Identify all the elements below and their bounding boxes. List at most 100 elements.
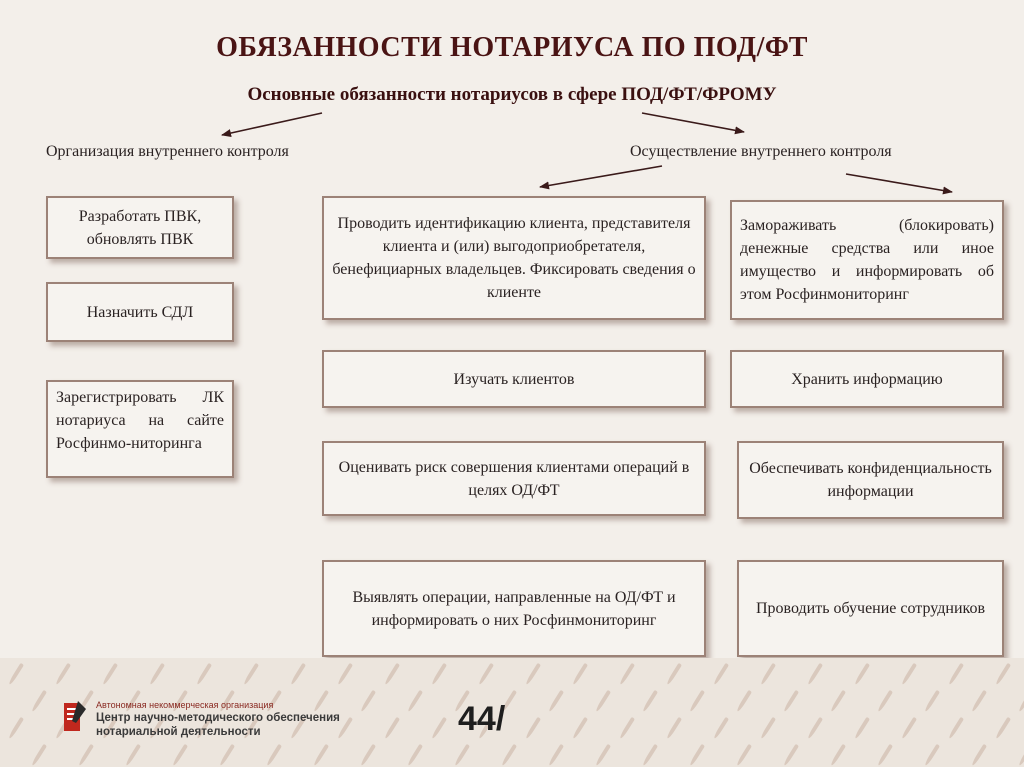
duty-text: Зарегистрировать ЛК нотариуса на сайте Р…	[56, 389, 224, 452]
quill-pattern-icon	[336, 662, 354, 686]
duty-text: Разработать ПВК, обновлять ПВК	[78, 207, 202, 248]
quill-pattern-icon	[618, 716, 636, 740]
duty-box-assess-risk: Оценивать риск совершения клиентами опер…	[322, 441, 706, 516]
quill-pattern-icon	[641, 689, 659, 713]
quill-pattern-icon	[406, 743, 424, 767]
quill-pattern-icon	[947, 716, 965, 740]
quill-pattern-icon	[618, 662, 636, 686]
duty-box-detect-operations: Выявлять операции, направленные на ОД/ФТ…	[322, 560, 706, 657]
quill-pattern-icon	[195, 662, 213, 686]
duty-text: Выявлять операции, направленные на ОД/ФТ…	[352, 588, 676, 629]
quill-pattern-icon	[735, 743, 753, 767]
duty-box-register-lk: Зарегистрировать ЛК нотариуса на сайте Р…	[46, 380, 234, 478]
duty-box-develop-pvk: Разработать ПВК, обновлять ПВК	[46, 196, 234, 259]
quill-pattern-icon	[171, 743, 189, 767]
quill-pattern-icon	[289, 662, 307, 686]
duty-text: Обеспечивать конфиденциальность информац…	[749, 460, 992, 500]
quill-pattern-icon	[547, 743, 565, 767]
quill-pattern-icon	[923, 743, 941, 767]
quill-pattern-icon	[970, 743, 988, 767]
org-name-line3: нотариальной деятельности	[96, 726, 261, 738]
quill-pattern-icon	[665, 716, 683, 740]
arrow-to-middle-column	[539, 165, 663, 190]
quill-pattern-icon	[900, 716, 918, 740]
quill-pattern-icon	[806, 716, 824, 740]
arrow-to-right-column	[845, 173, 953, 195]
quill-pattern-icon	[242, 662, 260, 686]
quill-pattern-icon	[806, 662, 824, 686]
duty-box-identify-client: Проводить идентификацию клиента, предста…	[322, 196, 706, 320]
quill-pattern-icon	[665, 662, 683, 686]
duty-box-store-information: Хранить информацию	[730, 350, 1004, 408]
page-title: ОБЯЗАННОСТИ НОТАРИУСА ПО ПОД/ФТ	[216, 32, 808, 63]
quill-pattern-icon	[383, 662, 401, 686]
duty-box-appoint-sdl: Назначить СДЛ	[46, 282, 234, 342]
quill-pattern-icon	[853, 716, 871, 740]
org-name-line2: Центр научно-методического обеспечения	[96, 712, 340, 724]
quill-pattern-icon	[430, 716, 448, 740]
duty-box-ensure-confidentiality: Обеспечивать конфиденциальность информац…	[737, 441, 1004, 519]
org-name-line1: Автономная некоммерческая организация	[96, 700, 274, 710]
quill-pattern-icon	[30, 743, 48, 767]
quill-pattern-icon	[712, 662, 730, 686]
quill-pattern-icon	[524, 662, 542, 686]
quill-pattern-icon	[594, 743, 612, 767]
quill-pattern-icon	[900, 662, 918, 686]
quill-pattern-icon	[547, 689, 565, 713]
duty-box-freeze-assets: Замораживать (блокировать) денежные сред…	[730, 200, 1004, 320]
quill-pattern-icon	[876, 743, 894, 767]
quill-pattern-icon	[312, 689, 330, 713]
duty-text: Оценивать риск совершения клиентами опер…	[338, 458, 690, 499]
quill-pattern-icon	[218, 743, 236, 767]
quill-pattern-icon	[1017, 743, 1024, 767]
quill-pattern-icon	[876, 689, 894, 713]
quill-pattern-icon	[383, 716, 401, 740]
quill-pattern-icon	[947, 662, 965, 686]
arrow-to-left-branch	[221, 112, 323, 137]
quill-pattern-icon	[735, 689, 753, 713]
quill-pattern-icon	[430, 662, 448, 686]
quill-pattern-icon	[500, 743, 518, 767]
duty-text: Замораживать (блокировать) денежные сред…	[740, 217, 994, 303]
quill-pattern-icon	[312, 743, 330, 767]
quill-pattern-icon	[782, 743, 800, 767]
quill-pattern-icon	[712, 716, 730, 740]
quill-pattern-icon	[101, 662, 119, 686]
duty-text: Проводить идентификацию клиента, предста…	[332, 215, 696, 301]
diagram-root-label: Основные обязанности нотариусов в сфере …	[247, 84, 777, 105]
quill-pattern-icon	[994, 716, 1012, 740]
quill-pattern-icon	[594, 689, 612, 713]
quill-pattern-icon	[359, 743, 377, 767]
quill-pattern-icon	[453, 743, 471, 767]
quill-pattern-icon	[923, 689, 941, 713]
duty-text: Изучать клиентов	[453, 370, 575, 388]
arrow-to-right-branch	[641, 112, 745, 135]
quill-pattern-icon	[77, 743, 95, 767]
quill-pattern-icon	[7, 662, 25, 686]
quill-pattern-icon	[54, 662, 72, 686]
quill-pattern-icon	[829, 743, 847, 767]
quill-pattern-icon	[477, 662, 495, 686]
duty-text: Назначить СДЛ	[86, 303, 194, 321]
notary-logo-icon	[64, 701, 86, 731]
quill-pattern-icon	[759, 716, 777, 740]
duty-text: Хранить информацию	[791, 370, 943, 388]
quill-pattern-icon	[30, 689, 48, 713]
quill-pattern-icon	[265, 743, 283, 767]
quill-pattern-icon	[853, 662, 871, 686]
branch-internal-control-organization: Организация внутреннего контроля	[46, 143, 289, 160]
quill-pattern-icon	[641, 743, 659, 767]
quill-pattern-icon	[688, 743, 706, 767]
quill-pattern-icon	[571, 662, 589, 686]
quill-pattern-icon	[148, 662, 166, 686]
quill-pattern-icon	[7, 716, 25, 740]
duty-box-train-staff: Проводить обучение сотрудников	[737, 560, 1004, 657]
quill-pattern-icon	[829, 689, 847, 713]
quill-pattern-icon	[1017, 689, 1024, 713]
duty-box-study-clients: Изучать клиентов	[322, 350, 706, 408]
quill-pattern-icon	[124, 743, 142, 767]
quill-pattern-icon	[571, 716, 589, 740]
quill-pattern-icon	[524, 716, 542, 740]
quill-pattern-icon	[759, 662, 777, 686]
quill-pattern-icon	[406, 689, 424, 713]
